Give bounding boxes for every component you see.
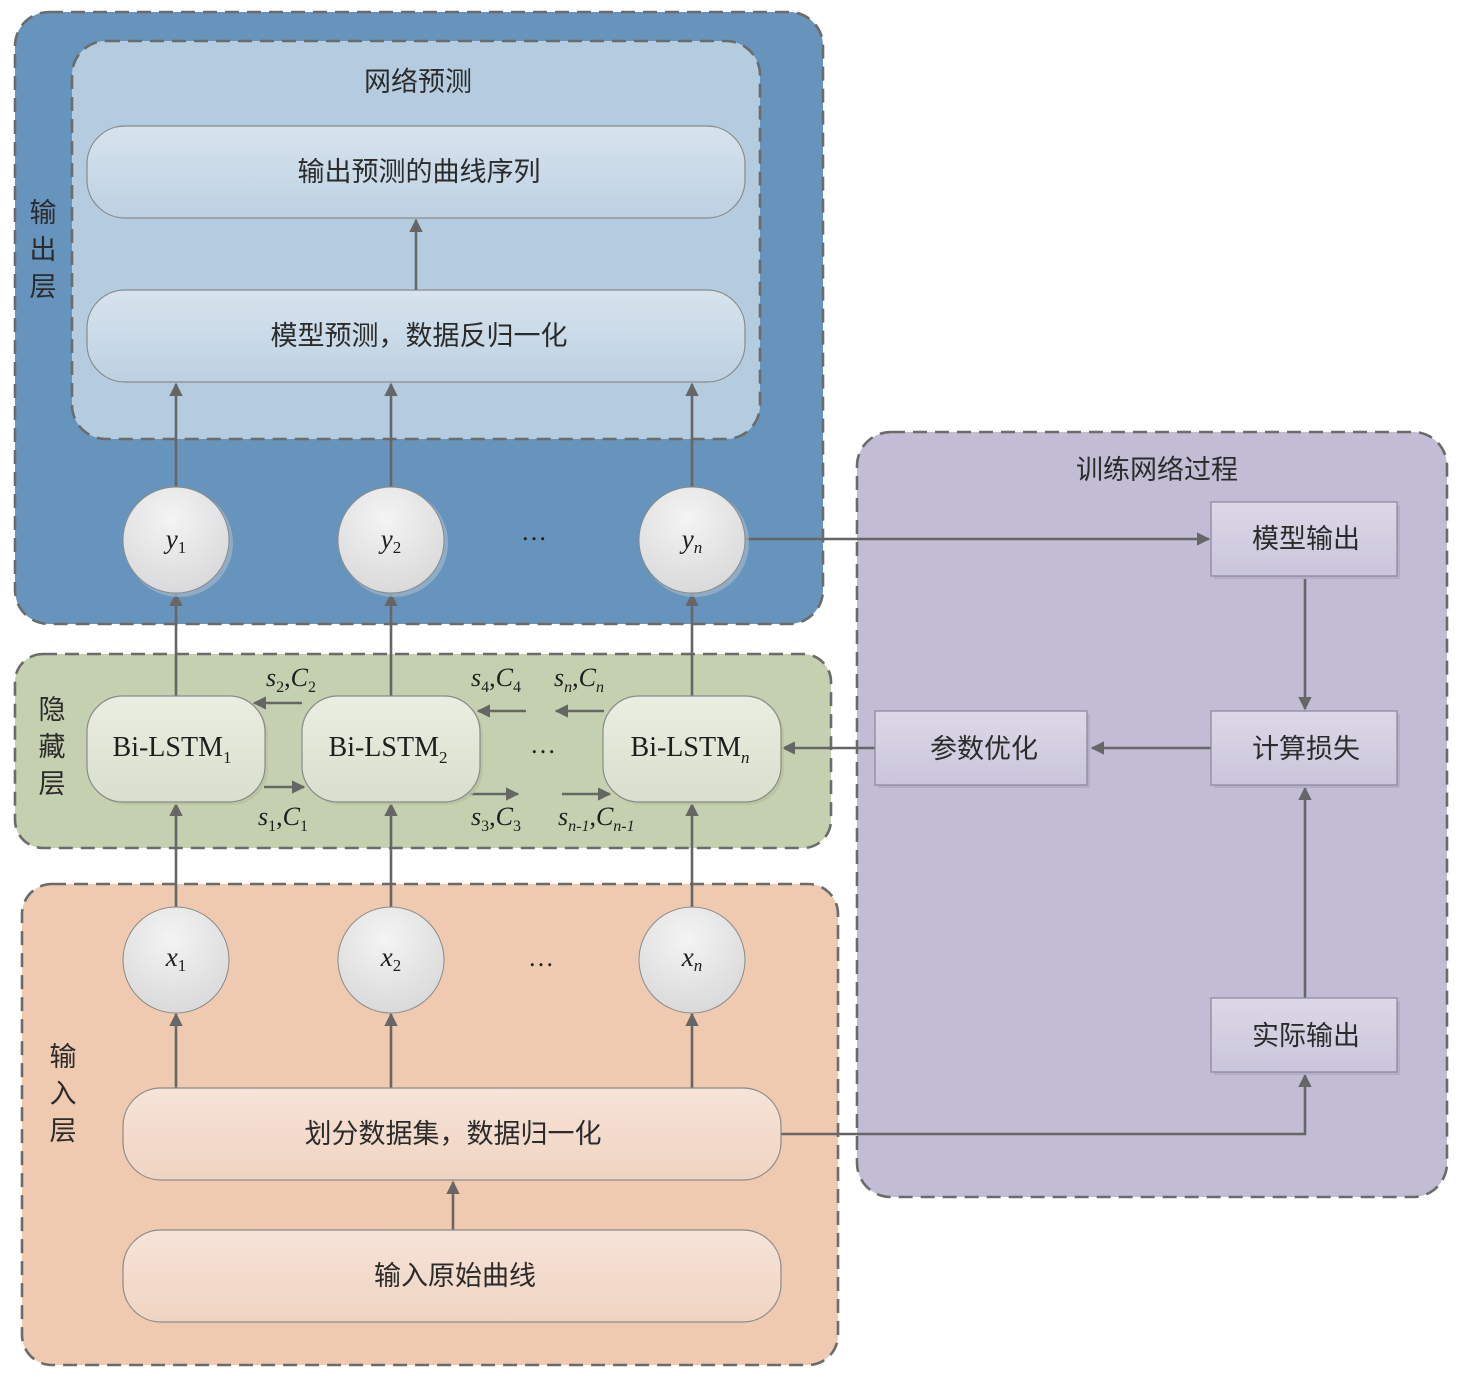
actual-output-label: 实际输出 (1252, 1021, 1360, 1052)
x-ellipsis: … (528, 943, 554, 972)
hidden-ellipsis: … (530, 730, 556, 759)
training-process-title: 训练网络过程 (1076, 455, 1238, 486)
y-ellipsis: … (521, 517, 547, 546)
state-label-s4-c4: s4,C4 (471, 663, 521, 696)
bilstm-label: Bi-LSTMn (631, 732, 750, 767)
bilstm-cell-2: Bi-LSTM2 (301, 695, 483, 805)
raw-curve-box (122, 1229, 782, 1323)
label-char: 入 (50, 1079, 77, 1110)
label-char: 出 (30, 235, 57, 266)
state-label-s2-c2: s2,C2 (266, 663, 316, 696)
bilstm-cell-1: Bi-LSTM1 (86, 695, 268, 805)
y-node-n: yn (638, 486, 749, 597)
y-node-2: y2 (337, 486, 448, 597)
denormalize-label: 模型预测，数据反归一化 (271, 321, 568, 352)
input-layer-label: 输 入 层 (50, 1042, 77, 1147)
model-output-label: 模型输出 (1252, 524, 1360, 555)
x-node-label: x1 (165, 942, 186, 975)
label-char: 层 (50, 1116, 77, 1147)
network-prediction-title: 网络预测 (364, 67, 472, 98)
arrow-split-to-actual-output (781, 1073, 1312, 1136)
state-label-sn-cn: sn,Cn (554, 663, 604, 696)
y-node-label: y1 (163, 524, 186, 557)
label-char: 输 (50, 1042, 77, 1073)
actual-output-box: 实际输出 (1210, 997, 1400, 1075)
param-optimization-label: 参数优化 (930, 734, 1038, 765)
output-layer-label: 输 出 层 (30, 198, 57, 303)
y-node-label: yn (679, 524, 702, 557)
y-node-label: y2 (378, 524, 401, 557)
split-normalize-label: 划分数据集，数据归一化 (305, 1119, 602, 1150)
compute-loss-box: 计算损失 (1210, 710, 1400, 788)
output-curve-sequence-box (86, 125, 746, 219)
hidden-layer-label: 隐 藏 层 (39, 695, 66, 800)
y-node-1: y1 (122, 486, 233, 597)
x-node-1: x1 (122, 906, 230, 1014)
param-optimization-box: 参数优化 (874, 710, 1090, 788)
label-char: 层 (39, 769, 66, 800)
x-node-n: xn (638, 906, 746, 1014)
bilstm-cell-n: Bi-LSTMn (602, 695, 784, 805)
bilstm-label: Bi-LSTM2 (329, 732, 448, 767)
raw-curve-label: 输入原始曲线 (374, 1261, 536, 1292)
label-char: 层 (30, 272, 57, 303)
connectors (169, 218, 1312, 1230)
state-label-sn1-cn1: sn-1,Cn-1 (558, 802, 635, 835)
compute-loss-label: 计算损失 (1252, 734, 1360, 765)
split-normalize-box (122, 1087, 782, 1181)
model-output-box: 模型输出 (1210, 501, 1400, 579)
label-char: 藏 (39, 732, 66, 763)
x-node-label: x2 (380, 942, 401, 975)
x-node-2: x2 (337, 906, 445, 1014)
label-char: 输 (30, 198, 57, 229)
state-label-s1-c1: s1,C1 (258, 802, 308, 835)
bilstm-label: Bi-LSTM1 (113, 732, 232, 767)
output-curve-sequence-label: 输出预测的曲线序列 (298, 157, 541, 188)
label-char: 隐 (39, 695, 66, 726)
x-node-label: xn (681, 942, 702, 975)
state-label-s3-c3: s3,C3 (471, 802, 521, 835)
